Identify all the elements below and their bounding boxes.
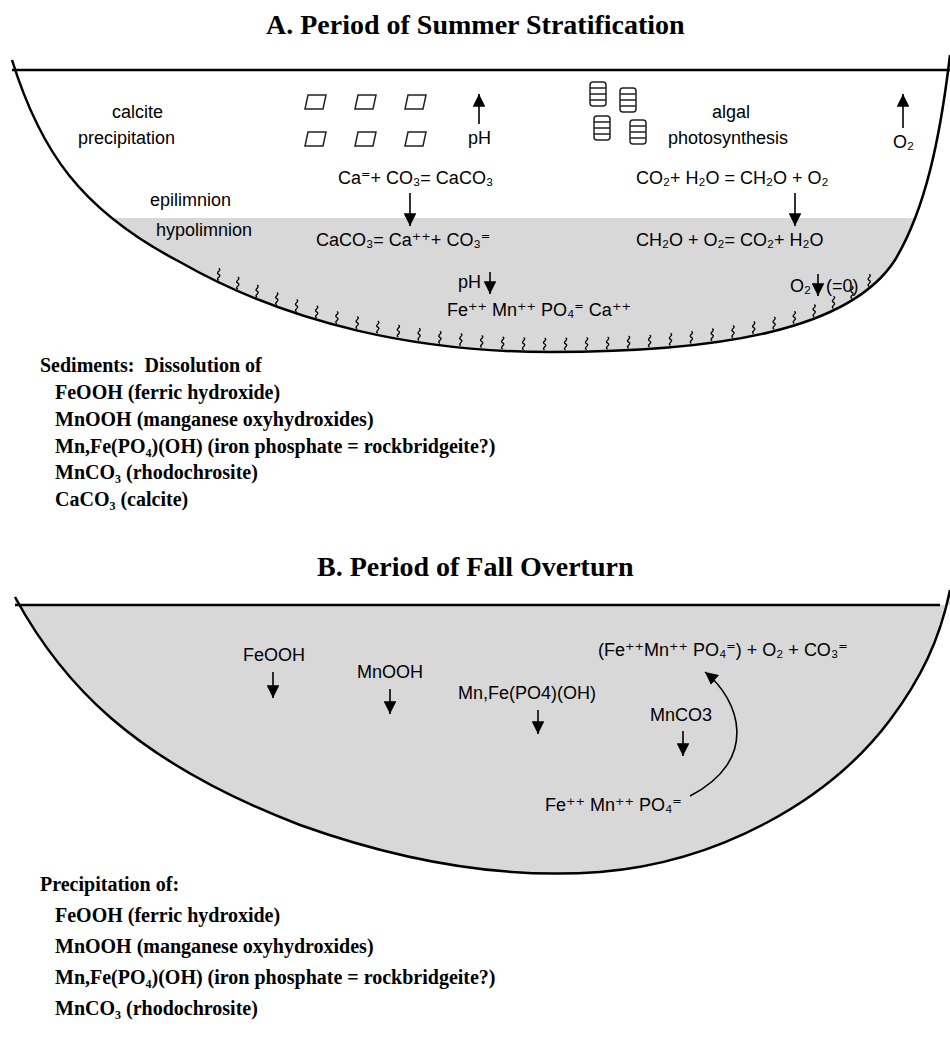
sediment-squiggle [585, 338, 587, 350]
panel-title: B. Period of Fall Overturn [317, 550, 634, 584]
mineral-list-item: Mn,Fe(PO₄)(OH) (iron phosphate = rockbri… [55, 434, 496, 458]
water-surface [15, 604, 940, 607]
diagram-label: MnCO3 [650, 705, 712, 727]
mineral-list-item: Mn,Fe(PO₄)(OH) (iron phosphate = rockbri… [55, 965, 496, 989]
water-surface [12, 69, 950, 72]
sediment-squiggle [481, 336, 483, 348]
sediment-squiggle [522, 338, 524, 350]
process-arrows [410, 94, 903, 296]
sediment-squiggle [237, 277, 239, 289]
mineral-list-item: CaCO₃ (calcite) [55, 487, 188, 511]
lake-basin [15, 590, 950, 874]
mineral-list-item: MnCO₃ (rhodochrosite) [55, 996, 258, 1020]
diagram-label: Mn,Fe(PO4)(OH) [458, 683, 596, 705]
sediment-squiggle [397, 325, 399, 337]
sediment-squiggle [218, 268, 220, 280]
sediment-squiggle [832, 296, 834, 308]
sediment-squiggle [418, 328, 420, 340]
sediment-squiggle [753, 322, 755, 334]
diagram-label: precipitation [78, 128, 175, 150]
sediment-squiggle [711, 329, 713, 341]
mineral-list-item: MnOOH (manganese oxyhydroxides) [55, 934, 374, 958]
sediment-squiggle [690, 331, 692, 343]
sediment-squiggle [377, 321, 379, 333]
diagram-label: pH [458, 272, 481, 294]
sediment-squiggle [336, 312, 338, 324]
sediment-squiggles [218, 268, 871, 350]
mineral-list-item: FeOOH (ferric hydroxide) [55, 380, 280, 404]
calcite-crystals [305, 95, 426, 146]
mineral-list-item: Precipitation of: [40, 872, 179, 896]
sediment-squiggle [256, 285, 258, 297]
mixed-lake-fill [15, 590, 950, 874]
diagram-label: algal [712, 102, 750, 124]
sediment-squiggle [732, 326, 734, 338]
diagram-label: Ca⁼+ CO₃= CaCO₃ [338, 168, 493, 190]
sediment-squiggle [295, 300, 297, 312]
sediment-squiggle [439, 331, 441, 343]
sediment-squiggle [502, 337, 504, 349]
lake-basin [12, 55, 950, 352]
diagram-label: calcite [112, 102, 163, 124]
diagram-label: (=0) [826, 276, 859, 298]
diagram-label: photosynthesis [668, 128, 788, 150]
sediment-squiggle [356, 317, 358, 329]
diagram-label: hypolimnion [156, 220, 252, 242]
diagram-label: O₂ [790, 276, 811, 298]
sediment-squiggle [564, 338, 566, 350]
mineral-list-item: MnOOH (manganese oxyhydroxides) [55, 407, 374, 431]
sediment-squiggle [460, 334, 462, 346]
mineral-list-item: FeOOH (ferric hydroxide) [55, 903, 280, 927]
diagram-label: (Fe⁺⁺Mn⁺⁺ PO₄⁼) + O₂ + CO₃⁼ [598, 640, 848, 662]
sediment-squiggle [276, 293, 278, 305]
sediment-squiggle [648, 335, 650, 347]
mineral-list-item: Sediments: Dissolution of [40, 353, 262, 377]
sediment-squiggle [669, 333, 671, 345]
algae-cells [590, 82, 646, 144]
sediment-squiggle [793, 311, 795, 323]
panel-title: A. Period of Summer Stratification [266, 8, 685, 42]
diagram-label: MnOOH [357, 662, 423, 684]
mineral-list-item: MnCO₃ (rhodochrosite) [55, 460, 258, 484]
diagram-label: CH₂O + O₂= CO₂+ H₂O [636, 230, 824, 252]
diagram-label: pH [468, 128, 491, 150]
sediment-squiggle [316, 306, 318, 318]
diagram-label: Fe⁺⁺ Mn⁺⁺ PO₄⁼ Ca⁺⁺ [447, 300, 631, 322]
diagram-label: CaCO₃= Ca⁺⁺+ CO₃⁼ [316, 230, 490, 252]
diagram-label: Fe⁺⁺ Mn⁺⁺ PO₄⁼ [545, 795, 682, 817]
diagram-label: FeOOH [243, 645, 305, 667]
diagram-label: CO₂+ H₂O = CH₂O + O₂ [636, 168, 829, 190]
sediment-squiggle [543, 338, 545, 350]
diagram-label: O₂ [893, 132, 914, 154]
sediment-squiggle [813, 305, 815, 317]
sediment-squiggle [773, 317, 775, 329]
sediment-squiggle [627, 336, 629, 348]
settling-arrows [273, 672, 737, 796]
sediment-squiggle [868, 274, 870, 286]
sediment-squiggle [606, 337, 608, 349]
diagram-label: epilimnion [150, 190, 231, 212]
